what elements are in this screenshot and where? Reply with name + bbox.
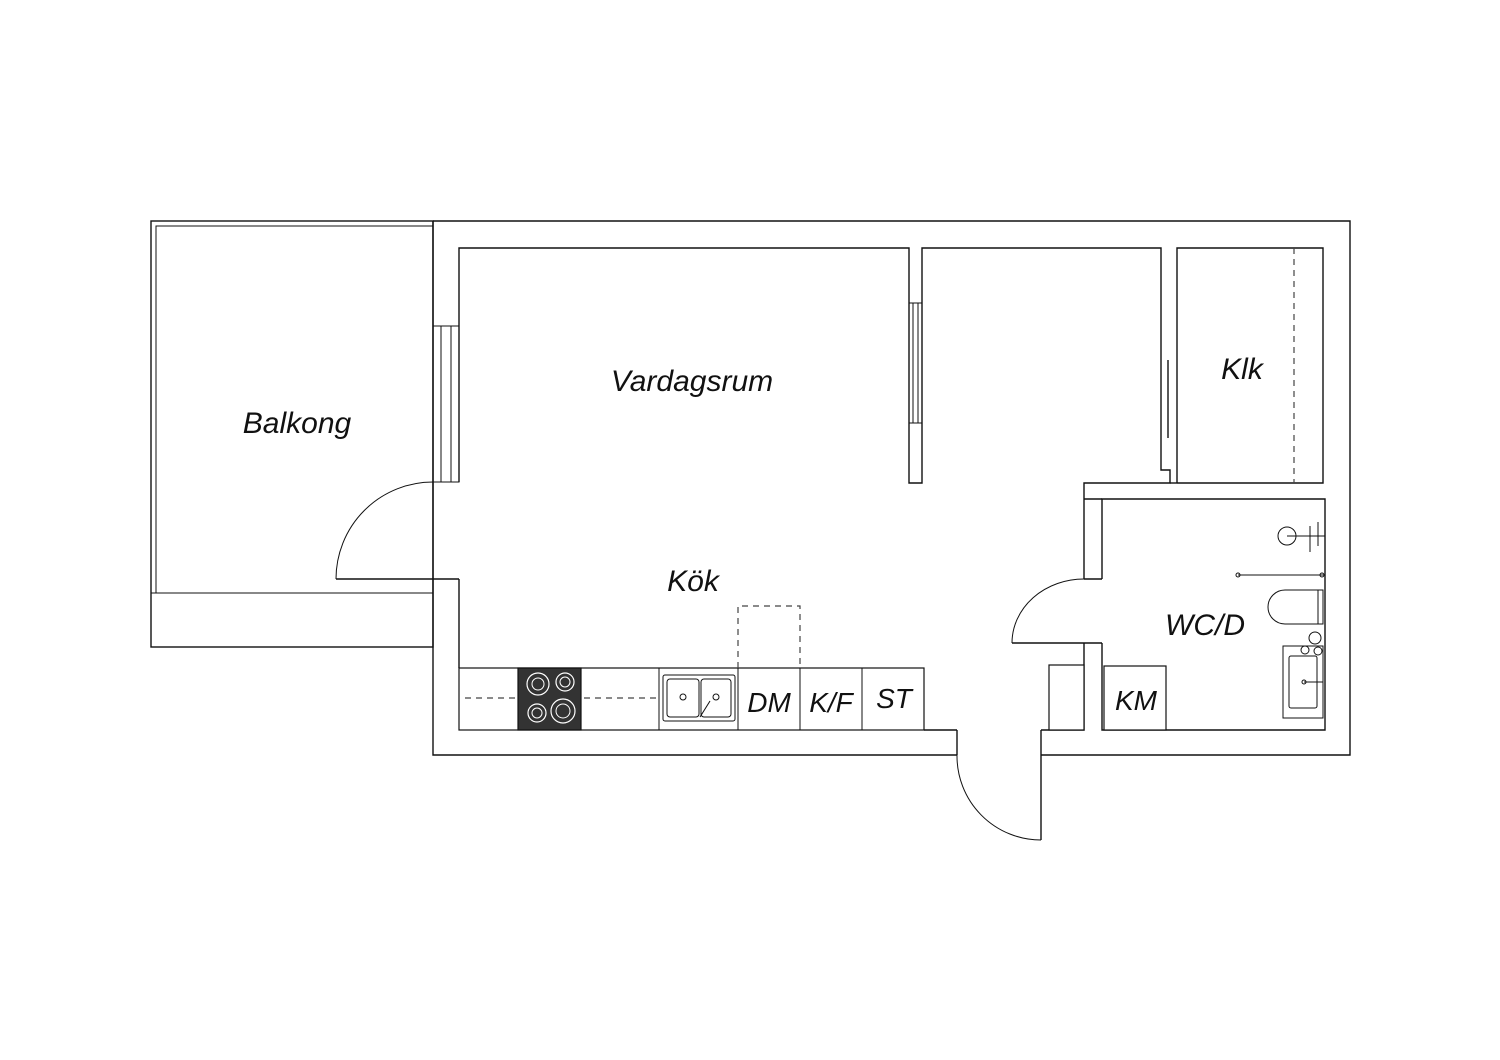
- balcony-window: [432, 325, 460, 483]
- appliance-label-st: ST: [876, 683, 914, 714]
- appliance-label-kf: K/F: [809, 687, 854, 718]
- room-label-vardagsrum: Vardagsrum: [611, 365, 773, 398]
- entrance-door: [956, 730, 1042, 841]
- hall-cabinet: [1048, 664, 1085, 731]
- bathroom-walls: [1084, 498, 1326, 731]
- washing-machine: [1103, 665, 1167, 731]
- toilet-icon: [1267, 589, 1324, 625]
- stove-icon: [517, 667, 582, 731]
- shower-icon: [1235, 522, 1325, 578]
- appliance-label-km: KM: [1115, 685, 1158, 716]
- closet-door: [1160, 248, 1295, 483]
- kitchen-sink-icon: [662, 674, 736, 722]
- sliding-door: [908, 302, 923, 424]
- appliance-label-dm: DM: [747, 687, 791, 718]
- room-label-wcd: WC/D: [1165, 609, 1245, 642]
- room-label-klk: Klk: [1221, 353, 1265, 386]
- bathroom-door: [1011, 578, 1102, 644]
- room-label-kok: Kök: [667, 565, 721, 598]
- bathroom-sink-icon: [1282, 631, 1324, 719]
- room-label-balkong: Balkong: [243, 407, 352, 440]
- balcony-door: [335, 481, 459, 580]
